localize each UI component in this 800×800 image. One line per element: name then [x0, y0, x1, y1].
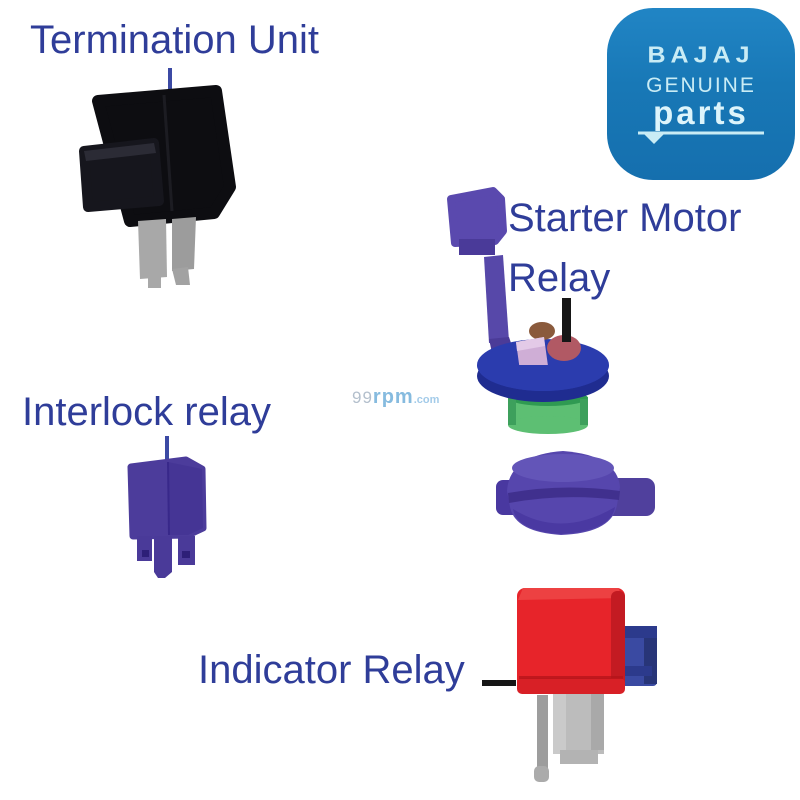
termination-pins	[138, 217, 196, 288]
termination-unit-pointer-line	[168, 68, 172, 90]
relay-cap-image	[496, 451, 655, 535]
indicator-relay-label: Indicator Relay	[198, 648, 465, 692]
interlock-relay-label: Interlock relay	[22, 390, 271, 434]
starter-motor-relay-image	[447, 187, 609, 434]
logo-brand-text: BAJAJ	[647, 42, 755, 68]
watermark-tld: .com	[413, 394, 440, 406]
indicator-body	[517, 588, 625, 694]
logo-parts-text: parts	[653, 94, 749, 131]
interlock-body	[127, 456, 207, 540]
logo-genuine-text: GENUINE	[646, 74, 756, 97]
watermark-name: rpm	[372, 386, 414, 408]
cap-body	[496, 451, 655, 535]
termination-unit-label: Termination Unit	[30, 18, 320, 62]
interlock-pins	[137, 536, 195, 578]
indicator-pins	[534, 692, 604, 782]
logo-underline-arrow-icon	[638, 131, 764, 144]
watermark-99rpm: 99rpm.com	[352, 386, 439, 409]
starter-plunger	[447, 187, 517, 367]
starter-motor-relay-label-line1: Starter Motor	[508, 196, 742, 240]
starter-motor-relay-label-line2: Relay	[508, 256, 611, 300]
indicator-relay-pointer-line	[482, 680, 516, 686]
termination-side-box	[79, 138, 164, 212]
termination-unit-image	[79, 85, 236, 288]
starter-flange-front-rim	[477, 365, 609, 391]
interlock-relay-pointer-line	[165, 436, 169, 460]
indicator-relay-image	[517, 588, 657, 782]
bajaj-genuine-parts-logo: BAJAJ GENUINE parts	[607, 8, 795, 180]
starter-contacts	[516, 322, 581, 371]
watermark-number: 99	[352, 388, 373, 407]
starter-motor-relay-pointer-line	[562, 298, 571, 342]
interlock-relay-image	[127, 456, 207, 578]
